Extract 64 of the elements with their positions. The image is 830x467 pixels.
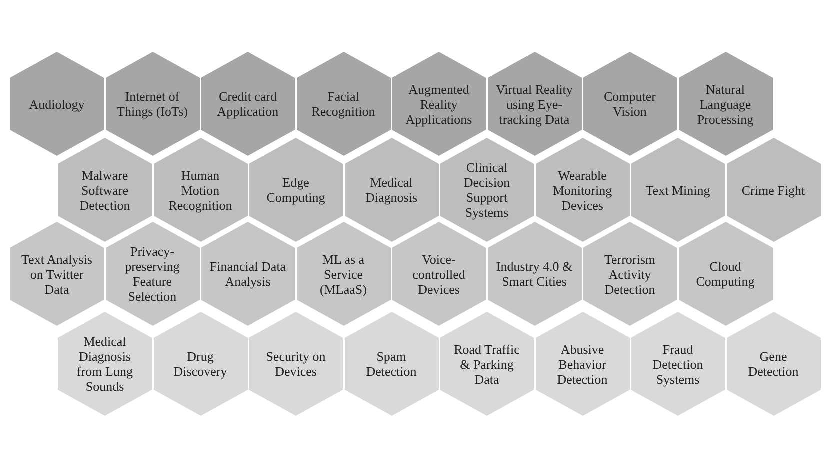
hexagon-tile (392, 222, 486, 326)
hexagon-tile (58, 312, 152, 416)
hexagon-label: Medical Diagnosis from Lung Sounds (76, 334, 134, 394)
hexagon-label: Internet of Things (IoTs) (116, 89, 189, 119)
hexagon-tile (201, 222, 295, 326)
hexagon-tile (440, 138, 534, 242)
hexagon-label: ML as a Service (MLaaS) (319, 252, 368, 296)
hexagon-tile (10, 222, 104, 326)
hexagon-tile (678, 52, 772, 156)
hexagon-tile (726, 138, 820, 242)
hexagon-tile (106, 222, 200, 326)
hexagon-label: Audiology (29, 96, 85, 112)
hexagon-tile (583, 222, 677, 326)
hexagon-label: Abusive Behavior Detection (556, 342, 609, 386)
hexagon-tile (631, 312, 725, 416)
hexagon-tile (154, 312, 248, 416)
hexagon-label: Road Traffic & Parking Data (453, 342, 521, 386)
hexagon-tile (440, 312, 534, 416)
hexagon-label: Privacy-preserving Feature Selection (124, 244, 181, 304)
hexagon-label: Security on Devices (265, 349, 327, 379)
hexagon-label: Clinical Decision Support Systems (462, 160, 512, 220)
hexagon-label: Text Analysis on Twitter Data (20, 252, 94, 296)
hexagon-label: Industry 4.0 & Smart Cities (496, 259, 574, 289)
hexagon-tile (488, 222, 582, 326)
hexagon-label: Virtual Reality using Eye-tracking Data (496, 82, 574, 126)
hexagon-tile (296, 222, 390, 326)
hexagon-label: Gene Detection (747, 349, 800, 379)
hexagon-tile (344, 138, 438, 242)
hexagon-tile (536, 138, 630, 242)
hexagon-tile (344, 312, 438, 416)
hexagon-tile (536, 312, 630, 416)
hexagon-tile (726, 312, 820, 416)
hexagon-label: Spam Detection (365, 349, 418, 379)
hexagon-label: Financial Data Analysis (209, 259, 287, 289)
hexagon-label: Crime Fight (742, 182, 806, 198)
hexagon-label: Fraud Detection Systems (652, 342, 704, 386)
hexagon-label: Facial Recognition (310, 89, 376, 119)
hexagon-tile (631, 138, 725, 242)
hexagon-tile (58, 138, 152, 242)
hexagon-label: Medical Diagnosis (364, 175, 418, 205)
hexagon-label: Augmented Reality Applications (404, 82, 474, 126)
hexagon-tile (106, 52, 200, 156)
hexagon-tile (296, 52, 390, 156)
hexagon-label: Computer Vision (603, 89, 657, 119)
hexagon-label: Text Mining (646, 182, 710, 198)
hexagon-tile (392, 52, 486, 156)
hexagon-label: Natural Language Processing (696, 82, 755, 126)
hexagon-tile (678, 222, 772, 326)
hexagon-label: Human Motion Recognition (168, 168, 234, 212)
hexagon-tile (249, 312, 343, 416)
hexagon-label: Wearable Monitoring Devices (552, 168, 614, 212)
hexagon-label: Drug Discovery (172, 349, 228, 379)
hexagon-label: Cloud Computing (695, 259, 756, 289)
hexagon-label: Voice-controlled Devices (412, 252, 466, 296)
hexagon-tile (583, 52, 677, 156)
hexagon-label: Credit card Application (216, 89, 280, 119)
hexagon-tile (488, 52, 582, 156)
hexagon-tile (154, 138, 248, 242)
hexagon-label: Edge Computing (266, 175, 326, 205)
hexagon-tile (201, 52, 295, 156)
hexagon-tile (10, 52, 104, 156)
hexagon-label: Terrorism Activity Detection (603, 252, 657, 296)
hexagon-label: Malware Software Detection (78, 168, 132, 212)
hexagon-tile (249, 138, 343, 242)
